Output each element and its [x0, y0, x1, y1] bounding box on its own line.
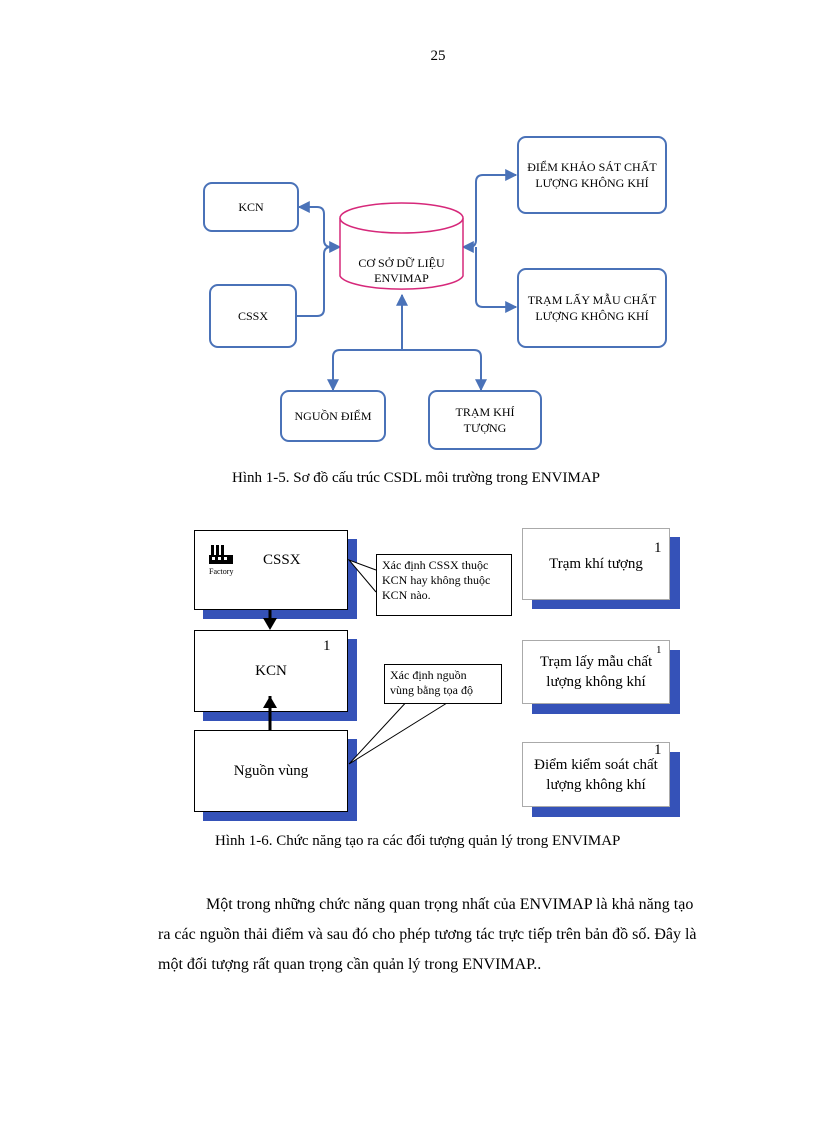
figure-1-connectors [297, 169, 518, 392]
database-cylinder-shape [339, 202, 464, 290]
figure-1-diagram: CƠ SỞ DỮ LIỆU ENVIMAP KCN CSSX ĐIỂM KHẢO… [0, 0, 816, 460]
figure-2-arrows [263, 558, 456, 765]
body-paragraph: Một trong những chức năng quan trọng nhấ… [158, 890, 736, 980]
factory-label: Factory [209, 567, 234, 576]
factory-icon [209, 543, 233, 565]
paragraph-line-2: ra các nguồn thải điểm và sau đó cho phé… [158, 926, 697, 943]
tram-khi-tuong-box-2: Trạm khí tượng [522, 528, 670, 600]
nguon-diem-box: NGUỒN ĐIỂM [280, 390, 386, 442]
callout-cssx: Xác định CSSX thuộc KCN hay không thuộc … [376, 554, 512, 616]
figure-2-caption: Hình 1-6. Chức năng tạo ra các đối tượng… [215, 833, 621, 849]
cssx-label-2: CSSX [263, 552, 301, 568]
tram-lay-mau-superscript: 1 [656, 644, 662, 656]
cssx-box: CSSX [209, 284, 297, 348]
diem-kiem-soat-superscript: 1 [654, 742, 662, 758]
database-label: CƠ SỞ DỮ LIỆU ENVIMAP [358, 256, 445, 285]
kcn-superscript: 1 [323, 638, 331, 654]
kcn-box: KCN [203, 182, 299, 232]
tram-khi-tuong-superscript: 1 [654, 540, 662, 556]
paragraph-line-1: Một trong những chức năng quan trọng nhấ… [206, 896, 694, 913]
cssx-box-2: Factory CSSX [194, 530, 348, 610]
page-number: 25 [430, 48, 446, 64]
figure-2-diagram: Factory CSSX KCN 1 Nguồn vùng Xác định C… [0, 520, 816, 821]
callout-nguon-vung: Xác định nguồn vùng bằng tọa độ [384, 664, 502, 704]
nguon-vung-box: Nguồn vùng [194, 730, 348, 812]
paragraph-line-3: một đối tượng rất quan trọng cần quản lý… [158, 956, 542, 973]
figure-1-caption: Hình 1-5. Sơ đồ cấu trúc CSDL môi trường… [232, 470, 600, 486]
